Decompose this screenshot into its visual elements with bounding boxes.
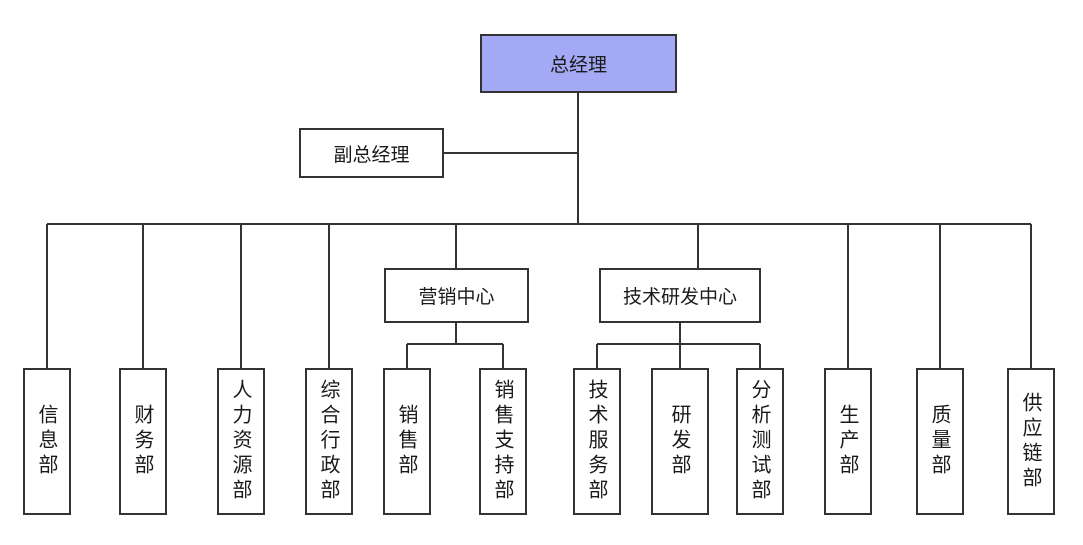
dept-production-box: 生产部 (824, 368, 872, 515)
dept-sales-support-label: 销售支持部 (491, 379, 515, 504)
vice-ceo-label: 副总经理 (333, 143, 410, 166)
dept-supply-label: 供应链部 (1019, 391, 1043, 492)
connector-group (46, 93, 1032, 369)
dept-quality-label: 质量部 (928, 404, 952, 479)
rd-center-label: 技术研发中心 (622, 286, 737, 308)
dept-production-label: 生产部 (836, 404, 860, 479)
dept-hr-box: 人力资源部 (217, 368, 265, 515)
dept-info-label: 信息部 (35, 404, 59, 479)
vice-ceo-box: 副总经理 (299, 128, 444, 178)
dept-analysis-label: 分析测试部 (748, 379, 772, 504)
dept-finance-box: 财务部 (119, 368, 167, 515)
dept-admin-label: 综合行政部 (317, 379, 341, 504)
dept-sales-box: 销售部 (383, 368, 431, 515)
dept-tech-service-box: 技术服务部 (573, 368, 621, 515)
dept-info-box: 信息部 (23, 368, 71, 515)
dept-quality-box: 质量部 (916, 368, 964, 515)
dept-sales-support-box: 销售支持部 (479, 368, 527, 515)
marketing-center-label: 营销中心 (418, 286, 495, 308)
dept-research-label: 研发部 (668, 404, 692, 479)
marketing-center-box: 营销中心 (384, 268, 529, 323)
rd-center-box: 技术研发中心 (599, 268, 761, 323)
dept-admin-box: 综合行政部 (305, 368, 353, 515)
dept-tech-service-label: 技术服务部 (585, 379, 609, 504)
dept-sales-label: 销售部 (395, 404, 419, 479)
dept-research-box: 研发部 (651, 368, 709, 515)
dept-analysis-box: 分析测试部 (736, 368, 784, 515)
dept-supply-box: 供应链部 (1007, 368, 1055, 515)
dept-finance-label: 财务部 (131, 404, 155, 479)
dept-hr-label: 人力资源部 (229, 379, 253, 504)
ceo-box: 总经理 (480, 34, 677, 93)
ceo-label: 总经理 (549, 54, 607, 76)
